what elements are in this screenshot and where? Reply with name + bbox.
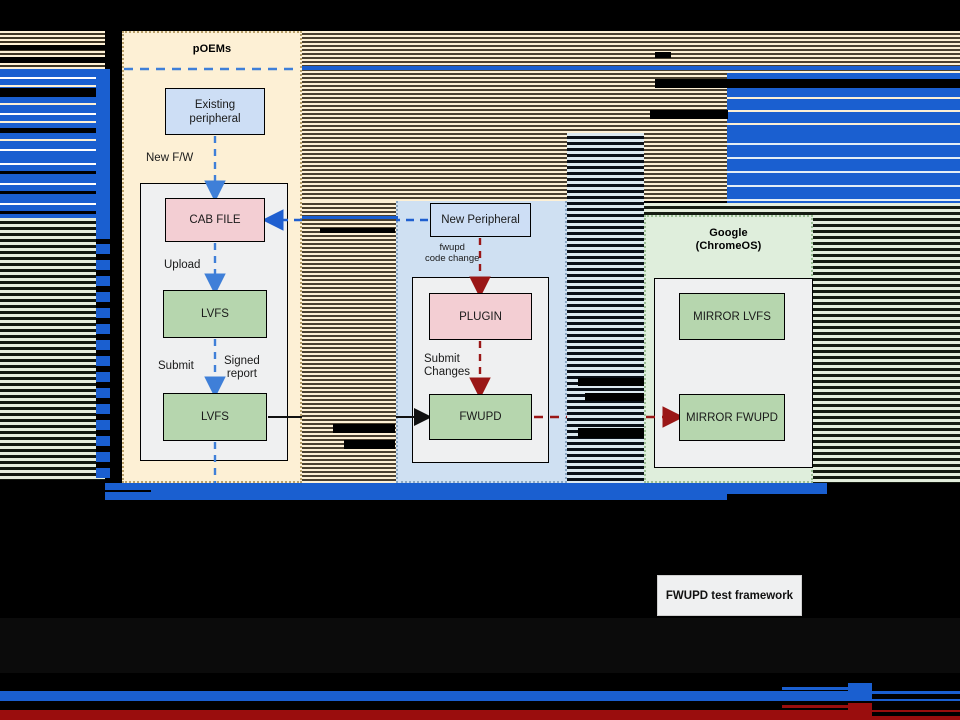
node-mirror-fwupd-label: MIRROR FWUPD — [686, 411, 778, 424]
node-fwupd[interactable]: FWUPD — [429, 394, 532, 440]
node-lvfs-upload-label: LVFS — [201, 308, 229, 320]
edge-label-new-fw: New F/W — [146, 152, 194, 164]
node-existing-peripheral[interactable]: Existing peripheral — [165, 88, 265, 135]
node-new-peripheral[interactable]: New Peripheral — [430, 203, 531, 237]
node-mirror-lvfs[interactable]: MIRROR LVFS — [679, 293, 785, 340]
swimlane-poems-title: pOEMs — [192, 43, 232, 55]
node-fwupd-label: FWUPD — [459, 411, 502, 423]
edge-label-signed-report: Signed report — [224, 355, 260, 380]
edge-label-fwupd-code-change: fwupd code change — [425, 242, 480, 264]
node-cab-file-label: CAB FILE — [189, 214, 241, 226]
node-mirror-lvfs-label: MIRROR LVFS — [693, 310, 771, 323]
legend-fwupd-test-framework[interactable]: FWUPD test framework — [657, 575, 802, 616]
swimlane-google-chromeos-title: Google (ChromeOS) — [695, 227, 762, 252]
node-new-peripheral-label: New Peripheral — [441, 214, 520, 226]
node-lvfs-signed-label: LVFS — [201, 411, 229, 423]
node-plugin[interactable]: PLUGIN — [429, 293, 532, 340]
node-plugin-label: PLUGIN — [459, 310, 502, 323]
node-lvfs-upload[interactable]: LVFS — [163, 290, 267, 338]
edge-label-submit: Submit — [158, 360, 194, 372]
node-lvfs-signed[interactable]: LVFS — [163, 393, 267, 441]
node-existing-peripheral-label: Existing peripheral — [189, 98, 241, 125]
edge-label-submit-changes: Submit Changes — [424, 353, 471, 378]
node-mirror-fwupd[interactable]: MIRROR FWUPD — [679, 394, 785, 441]
edge-label-upload: Upload — [164, 259, 201, 271]
node-cab-file[interactable]: CAB FILE — [165, 198, 265, 242]
legend-fwupd-test-framework-label: FWUPD test framework — [665, 589, 794, 602]
